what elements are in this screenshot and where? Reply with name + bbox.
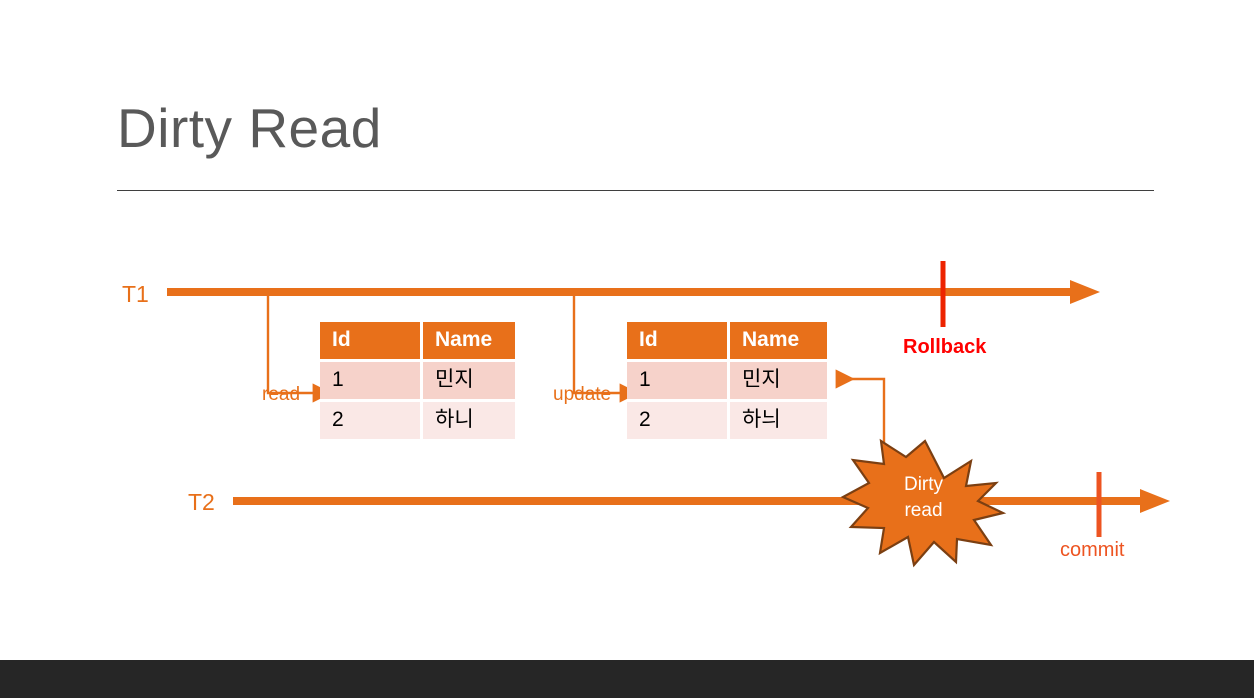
timeline-t1 bbox=[167, 280, 1100, 304]
table-header-row: Id Name bbox=[320, 322, 515, 359]
commit-label: commit bbox=[1060, 539, 1125, 561]
table2-row2-name: 하늬 bbox=[730, 402, 827, 439]
table2-row1-name: 민지 bbox=[730, 362, 827, 399]
timeline-label-t2: T2 bbox=[188, 489, 215, 515]
timeline-label-t1: T1 bbox=[122, 281, 149, 307]
table2-row1-id: 1 bbox=[627, 362, 727, 399]
rollback-label: Rollback bbox=[903, 336, 987, 358]
timeline-t2-arrowhead bbox=[1140, 489, 1170, 513]
table1-header-id: Id bbox=[320, 322, 420, 359]
table1-row1-id: 1 bbox=[320, 362, 420, 399]
action-label-read: read bbox=[262, 384, 301, 405]
page-title: Dirty Read bbox=[117, 97, 382, 159]
table-header-row: Id Name bbox=[627, 322, 827, 359]
action-label-update: update bbox=[553, 384, 612, 405]
update-connector-arrow bbox=[572, 293, 639, 403]
table1-row2-id: 2 bbox=[320, 402, 420, 439]
table-after-update: Id Name 1 민지 2 하늬 bbox=[627, 322, 827, 439]
timeline-t1-arrowhead bbox=[1070, 280, 1100, 304]
table1-row1-name: 민지 bbox=[423, 362, 515, 399]
table-row: 2 하늬 bbox=[627, 402, 827, 439]
table2-header-name: Name bbox=[730, 322, 827, 359]
dirty-read-burst-shape bbox=[840, 438, 1007, 568]
table-row: 1 민지 bbox=[627, 362, 827, 399]
table2-row2-id: 2 bbox=[627, 402, 727, 439]
table-row: 2 하니 bbox=[320, 402, 515, 439]
table-before-update: Id Name 1 민지 2 하니 bbox=[320, 322, 515, 439]
table-row: 1 민지 bbox=[320, 362, 515, 399]
table1-row2-name: 하니 bbox=[423, 402, 515, 439]
footer-band bbox=[0, 660, 1254, 698]
read-connector-arrow bbox=[266, 293, 332, 403]
title-divider bbox=[117, 190, 1154, 191]
dirty-read-connector-arrow bbox=[835, 369, 886, 470]
timeline-t2 bbox=[233, 489, 1170, 513]
table2-header-id: Id bbox=[627, 322, 727, 359]
table1-header-name: Name bbox=[423, 322, 515, 359]
